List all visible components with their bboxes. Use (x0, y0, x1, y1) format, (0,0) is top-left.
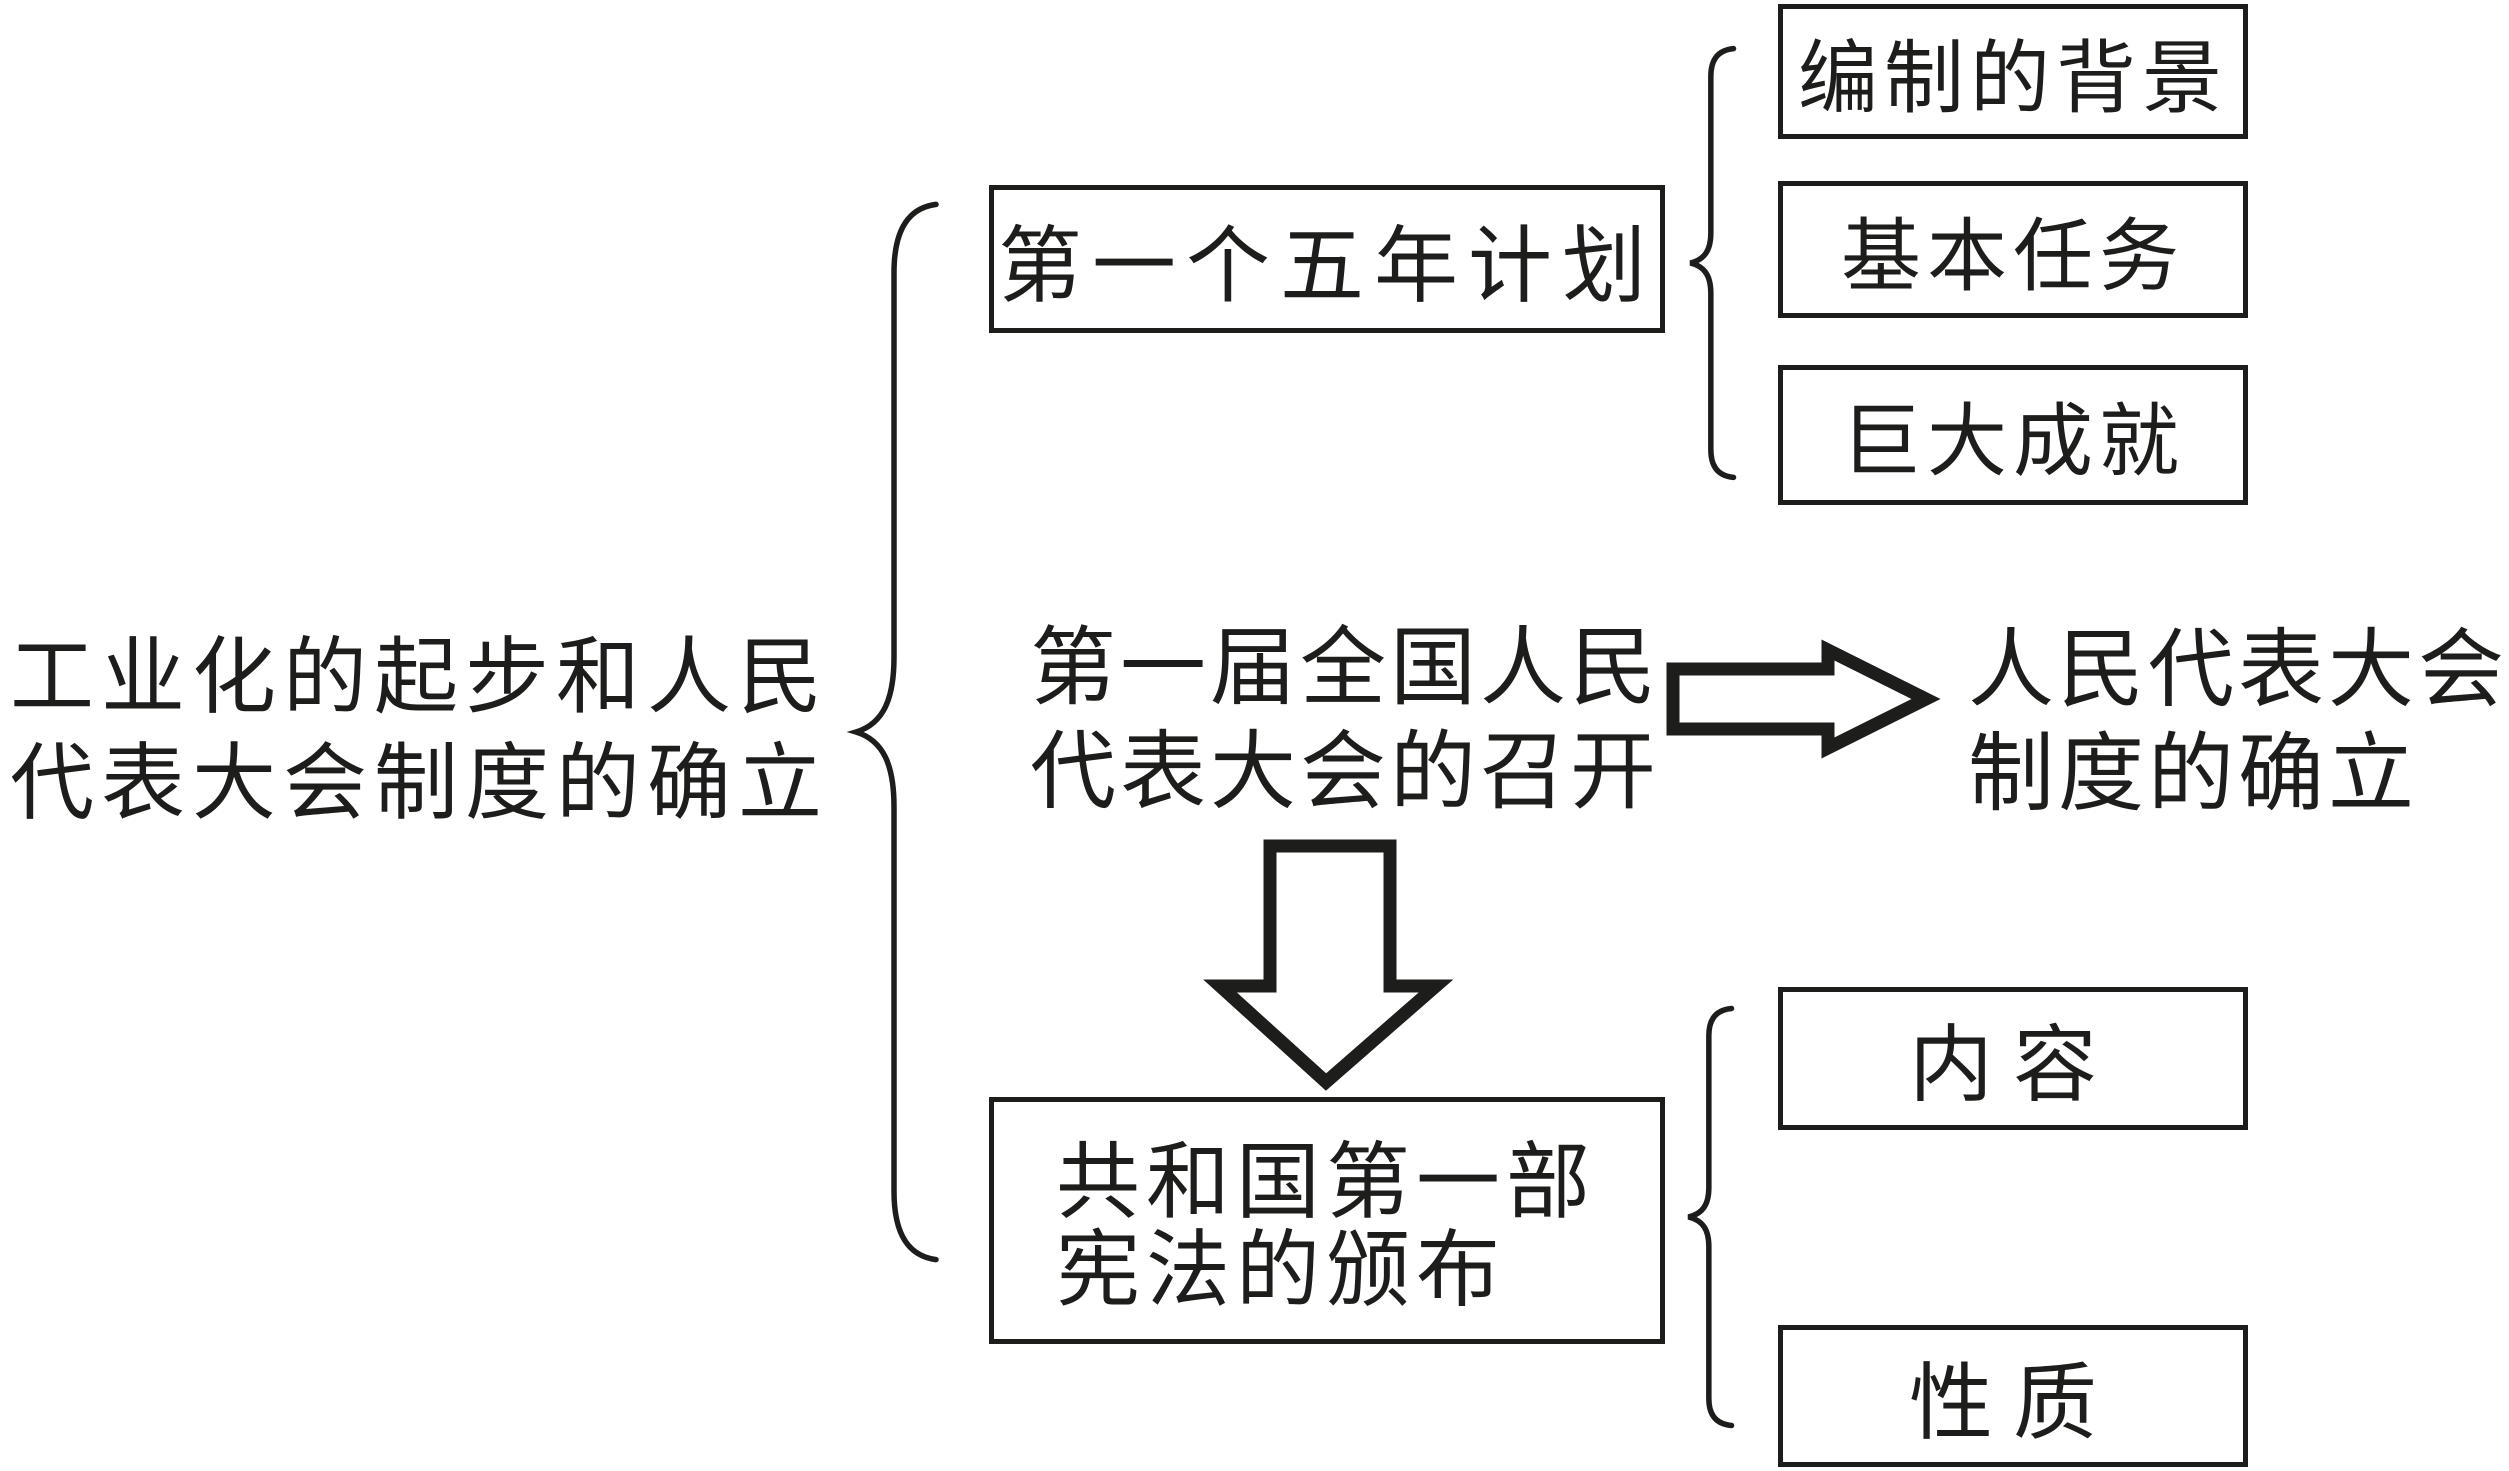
constitution-brace-icon (1684, 1006, 1738, 1428)
five-year-plan-brace-icon (1686, 46, 1740, 480)
congress-outcome-text: 人民代表大会 制度的确立 (1968, 618, 2508, 826)
down-arrow-icon (1203, 839, 1454, 1091)
plan-achievements-box: 巨大成就 (1778, 365, 2248, 505)
plan-background-box: 编制的背景 (1778, 4, 2248, 139)
right-arrow-icon (1666, 639, 1941, 759)
five-year-plan-box: 第一个五年计划 (989, 185, 1665, 333)
plan-tasks-box: 基本任务 (1778, 181, 2248, 318)
plan-tasks-label: 基本任务 (1841, 213, 2185, 302)
plan-achievements-label: 巨大成就 (1841, 399, 2185, 487)
congress-title: 第一届全国人民 代表大会的召开 (1030, 616, 1660, 824)
constitution-box: 共和国第一部 宪法的颁布 (989, 1097, 1665, 1344)
constitution-nature-label: 性质 (1908, 1357, 2117, 1451)
plan-background-label: 编制的背景 (1798, 35, 2228, 124)
root-title: 工业化的起步和人民 代表大会制度的确立 (10, 626, 829, 838)
constitution-content-box: 内容 (1778, 987, 2248, 1130)
five-year-plan-label: 第一个五年计划 (997, 220, 1656, 314)
root-title-line1: 工业化的起步和人民 (10, 632, 830, 725)
constitution-nature-box: 性质 (1778, 1325, 2248, 1467)
congress-title-line1: 第一届全国人民 (1030, 620, 1660, 716)
congress-outcome-line1: 人民代表大会 (1968, 622, 2508, 718)
root-title-line2: 代表大会制度的确立 (10, 738, 830, 831)
constitution-content-label: 内容 (1908, 1020, 2117, 1113)
constitution-line2: 宪法的颁布 (1056, 1225, 1507, 1318)
congress-title-line2: 代表大会的召开 (1030, 724, 1660, 820)
main-curly-brace-icon (848, 198, 948, 1266)
congress-outcome-line2: 制度的确立 (1968, 726, 2418, 822)
constitution-line1: 共和国第一部 (1056, 1137, 1597, 1230)
